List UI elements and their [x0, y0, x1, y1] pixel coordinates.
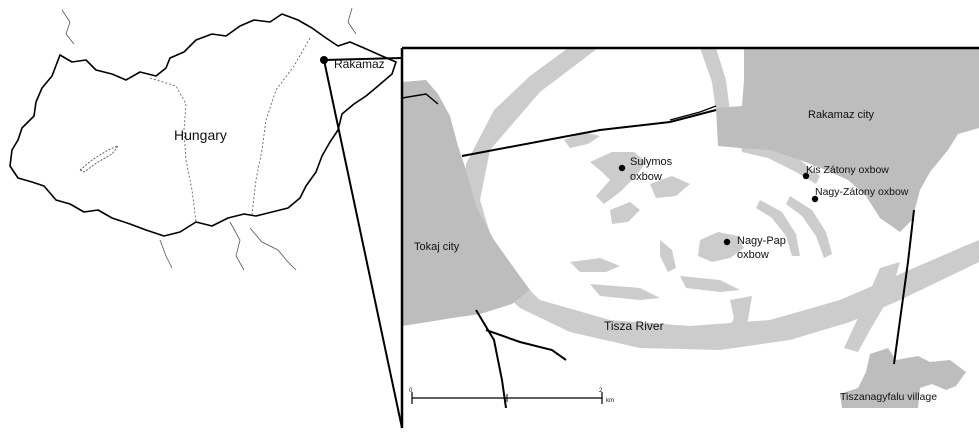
tisza-river-label: Tisza River: [604, 319, 664, 333]
neighbour-border-line: [347, 7, 357, 35]
nagy-zatony-oxbow-shape: [786, 196, 832, 258]
road-main: [461, 109, 717, 157]
scale-bar-unit: km: [606, 398, 614, 404]
rakamaz-overview-label: Rakamaz: [334, 57, 385, 71]
sulymos-oxbow-shape: [590, 152, 646, 204]
oxbow-fragment: [660, 240, 676, 272]
neighbour-border-line: [61, 9, 75, 45]
nagy-pap-oxbow-marker: [723, 238, 731, 246]
road-rakamaz-south: [893, 209, 915, 365]
inset-frame: [400, 46, 979, 428]
road-tokaj-north: [402, 93, 439, 105]
kis-zatony-oxbow-marker: [802, 172, 810, 180]
oxbow-fragment: [680, 276, 740, 292]
tokaj-city-area: [402, 80, 530, 326]
sulymos-oxbow-label-line1: Sulymos: [630, 156, 673, 168]
nagy-pap-oxbow-label-line2: oxbow: [737, 249, 769, 261]
oxbow-arc: [756, 200, 800, 256]
inset-map: Rakamaz city Tokaj city Tisza River Tisz…: [402, 48, 979, 408]
neighbour-border-line: [229, 221, 245, 271]
road-tokaj-southeast: [485, 329, 567, 361]
oxbow-fragment: [610, 202, 640, 224]
oxbow-fragment: [650, 176, 690, 198]
tisza-river-line: [251, 37, 311, 215]
road-upper-branch: [669, 105, 717, 121]
road-tokaj-south: [475, 309, 507, 408]
nagy-zatony-oxbow-label: Nagy-Zátony oxbow: [815, 186, 909, 198]
nagy-pap-oxbow-shape: [698, 232, 744, 262]
tiszanagyfalu-village-label: Tiszanagyfalu village: [840, 391, 937, 403]
oxbow-fragment: [590, 284, 660, 300]
danube-river-line: [149, 77, 197, 223]
tiszanagyfalu-village-area: [840, 348, 966, 408]
lake-balaton: [79, 144, 120, 173]
oxbow-fragment: [726, 296, 752, 338]
river-branch-upper: [700, 48, 730, 112]
scale-bar-start: 0: [409, 388, 413, 394]
kis-zatony-oxbow-label: Kis Zátony oxbow: [806, 164, 889, 176]
nagy-zatony-oxbow-marker: [811, 195, 819, 203]
zoom-connector-top: [323, 57, 403, 61]
hungary-border: [9, 13, 397, 237]
hungary-overview: Hungary Rakamaz: [9, 7, 397, 271]
neighbour-border-line: [249, 227, 297, 271]
country-label: Hungary: [174, 127, 227, 143]
oxbow-fragment: [564, 132, 600, 148]
sulymos-oxbow-marker: [618, 164, 626, 172]
nagy-pap-oxbow-label-line1: Nagy-Pap: [737, 235, 786, 247]
rakamaz-city-label: Rakamaz city: [808, 109, 875, 121]
scale-bar: 0 2 km: [409, 388, 614, 404]
scale-bar-end: 2: [599, 388, 603, 394]
neighbour-border-line: [159, 239, 173, 269]
sulymos-oxbow-label-line2: oxbow: [630, 171, 662, 183]
oxbow-fragment: [570, 258, 620, 272]
river-branch-southeast: [844, 262, 900, 352]
zoom-connector-bottom: [323, 59, 403, 429]
rakamaz-city-area: [716, 48, 979, 232]
tokaj-city-label: Tokaj city: [414, 241, 460, 253]
kis-zatony-oxbow-shape: [740, 142, 820, 184]
